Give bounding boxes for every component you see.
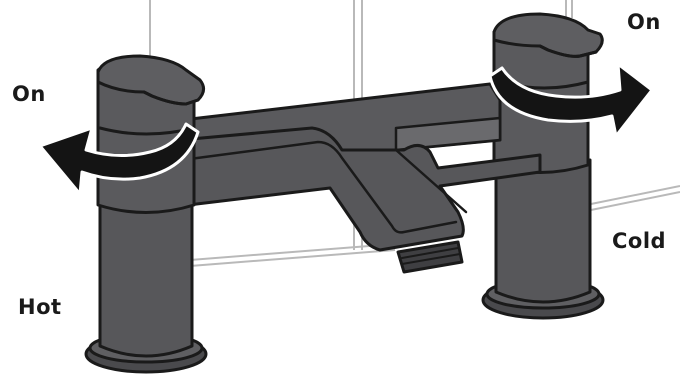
cold-label: Cold — [612, 229, 666, 253]
hot-label: Hot — [18, 295, 62, 319]
on-right-label: On — [627, 10, 661, 34]
spout — [180, 84, 540, 272]
hot-pillar — [86, 56, 206, 372]
on-left-label: On — [12, 82, 46, 106]
